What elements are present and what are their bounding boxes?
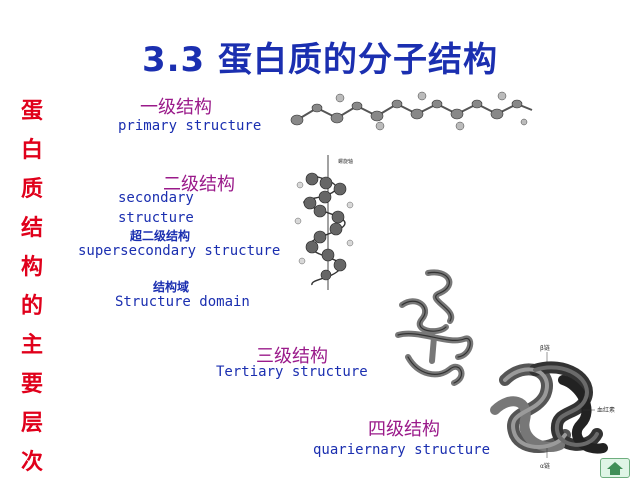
quaternary-zh-label: 四级结构: [368, 419, 440, 440]
primary-structure-figure: [290, 91, 533, 131]
secondary-en-label-line1: secondary: [118, 190, 194, 206]
quaternary-en-label: quariernary structure: [313, 442, 491, 458]
side-char: 的: [20, 293, 43, 319]
tertiary-zh-label: 三级结构: [256, 346, 328, 367]
secondary-en-label-line2: structure: [118, 210, 194, 226]
supersecondary-zh-label: 超二级结构: [130, 229, 191, 243]
side-char: 构: [20, 254, 43, 280]
tertiary-en-label: Tertiary structure: [216, 364, 368, 380]
side-char: 次: [20, 449, 43, 475]
side-char: 主: [20, 332, 43, 358]
domain-zh-label: 结构域: [153, 280, 190, 294]
side-char: 要: [20, 371, 43, 397]
page-title: 3.3 蛋白质的分子结构: [141, 40, 499, 80]
heme-label: 血红素: [597, 406, 615, 414]
quaternary-structure-figure: β链 血红素 α链: [490, 344, 615, 470]
beta-chain-label: β链: [540, 344, 550, 352]
domain-en-label: Structure domain: [115, 294, 250, 310]
alpha-chain-label: α链: [540, 462, 550, 470]
primary-zh-label: 一级结构: [140, 97, 212, 118]
side-char: 结: [20, 215, 43, 241]
alpha-helix-figure: 螺旋轴: [294, 155, 354, 290]
side-vertical-title: 蛋 白 质 结 构 的 主 要 层 次: [12, 92, 52, 482]
side-char: 蛋: [20, 98, 43, 124]
side-char: 白: [20, 137, 43, 163]
supersecondary-en-label: supersecondary structure: [78, 243, 281, 259]
home-button[interactable]: [600, 458, 630, 478]
helix-axis-label: 螺旋轴: [338, 158, 353, 165]
home-icon: [607, 462, 623, 475]
secondary-zh-label: 二级结构: [163, 174, 235, 195]
side-char: 层: [20, 410, 43, 436]
tertiary-structure-figure: [395, 269, 474, 386]
side-char: 质: [20, 176, 43, 202]
primary-en-label: primary structure: [118, 118, 262, 134]
